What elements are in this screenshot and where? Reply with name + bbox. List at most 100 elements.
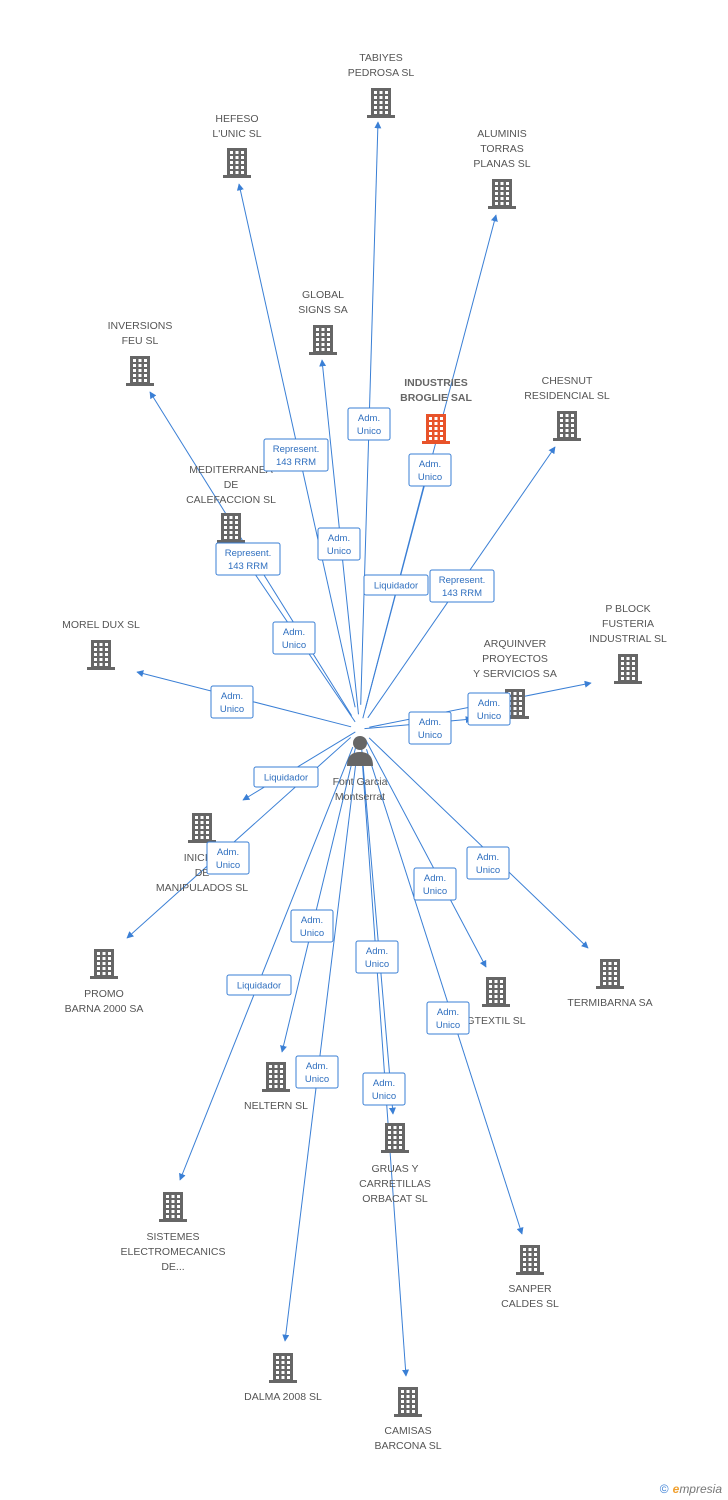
company-name-line: CHESNUT (542, 375, 593, 387)
company-name: NELTERN SL (244, 1100, 308, 1112)
company-name: CAMISAS BARCONA SL (374, 1425, 441, 1452)
relation-badge-global[interactable]: Adm.Unico (347, 407, 391, 441)
relation-label-line: Adm. (366, 946, 388, 957)
relation-badge-chesnut[interactable]: Represent.143 RRM (429, 569, 495, 603)
relation-badge-tabiyes[interactable]: Adm.Unico (317, 527, 361, 561)
relation-badge-pblock[interactable]: Adm.Unico (467, 692, 511, 726)
relation-label-line: Unico (357, 426, 381, 437)
relation-badge-mediterranea[interactable]: Adm.Unico (272, 621, 316, 655)
relation-badge-sanper[interactable]: Adm.Unico (426, 1001, 470, 1035)
relation-label: Adm.Unico (300, 915, 324, 939)
relation-badge-arquinver[interactable]: Adm.Unico (408, 711, 452, 745)
relation-badge-hefeso[interactable]: Represent.143 RRM (263, 438, 329, 472)
company-name-line: BROGLIE SAL (400, 392, 472, 404)
relation-label: Represent.143 RRM (439, 575, 485, 599)
company-name-line: L'UNIC SL (212, 128, 261, 140)
company-name-line: GRUAS Y (371, 1163, 418, 1175)
relation-badge-industries[interactable]: Adm.Unico (408, 453, 452, 487)
company-node-termibarna[interactable]: TERMIBARNA SA (567, 959, 653, 1009)
company-node-global[interactable]: GLOBAL SIGNS SA (298, 289, 348, 355)
person-icon (347, 736, 373, 766)
relation-label-line: Adm. (306, 1061, 328, 1072)
company-name: DALMA 2008 SL (244, 1391, 322, 1403)
relation-label-line: Adm. (478, 698, 500, 709)
relation-label: Liquidador (237, 981, 281, 992)
edge-dalma (282, 753, 358, 1342)
building-icon (516, 1245, 544, 1275)
relation-badge-inversions[interactable]: Represent.143 RRM (215, 542, 281, 576)
company-name-line: BARCONA SL (374, 1440, 441, 1452)
company-name-line: TABIYES (359, 52, 403, 64)
relation-badge-dalma[interactable]: Adm.Unico (295, 1055, 339, 1089)
relation-label-line: Adm. (373, 1078, 395, 1089)
relation-label: Adm.Unico (477, 698, 501, 722)
company-name-line: TERMIBARNA SA (567, 997, 652, 1009)
relation-label-line: Adm. (301, 915, 323, 926)
relation-badge-sistemes[interactable]: Liquidador (226, 974, 292, 996)
relation-label-line: Represent. (439, 575, 485, 586)
relation-label-line: Adm. (221, 691, 243, 702)
relation-label-line: Unico (418, 730, 442, 741)
company-node-neltern[interactable]: NELTERN SL (244, 1062, 308, 1112)
company-name-line: PROYECTOS (482, 653, 548, 665)
relation-label-line: Represent. (273, 444, 319, 455)
company-name-line: GLOBAL (302, 289, 344, 301)
relation-label-line: Unico (327, 546, 351, 557)
building-icon (482, 977, 510, 1007)
relation-label: Liquidador (374, 581, 418, 592)
relation-badge-promo[interactable]: Adm.Unico (206, 841, 250, 875)
edge-gtextil (364, 738, 487, 968)
building-icon (90, 949, 118, 979)
relation-badge-camisas[interactable]: Adm.Unico (362, 1072, 406, 1106)
company-node-morel[interactable]: MOREL DUX SL (62, 619, 140, 670)
relation-badge-iniciat[interactable]: Liquidador (253, 766, 319, 788)
relation-badge-morel[interactable]: Adm. Unico (210, 685, 254, 719)
company-name: MOREL DUX SL (62, 619, 140, 631)
company-name-line: DE... (161, 1261, 184, 1273)
company-name-line: SIGNS SA (298, 304, 348, 316)
relation-badge-gtextil[interactable]: Adm.Unico (413, 867, 457, 901)
relation-label-line: Unico (220, 704, 244, 715)
relation-badge-gruas[interactable]: Adm.Unico (355, 940, 399, 974)
building-icon (553, 411, 581, 441)
building-icon (262, 1062, 290, 1092)
building-icon (188, 813, 216, 843)
relation-badge-termibarna[interactable]: Adm.Unico (466, 846, 510, 880)
company-name-line: FEU SL (122, 335, 159, 347)
building-icon (159, 1192, 187, 1222)
company-name-line: CAMISAS (384, 1425, 431, 1437)
building-icon (367, 88, 395, 118)
company-node-dalma[interactable]: DALMA 2008 SL (244, 1353, 322, 1403)
company-node-gtextil[interactable]: GTEXTIL SL (466, 977, 526, 1027)
company-name-line: ELECTROMECANICS (120, 1246, 225, 1258)
relation-badge-aluminis[interactable]: Liquidador (363, 574, 429, 596)
edge-iniciat (242, 731, 356, 801)
relation-label-line: Adm. (424, 873, 446, 884)
relation-badge-neltern[interactable]: Adm.Unico (290, 909, 334, 943)
relation-label-line: 143 RRM (228, 561, 268, 572)
person-name-line: Montserrat (335, 791, 385, 803)
building-icon (217, 513, 245, 543)
edge-sistemes (179, 746, 354, 1181)
company-node-camisas[interactable]: CAMISAS BARCONA SL (374, 1387, 442, 1452)
